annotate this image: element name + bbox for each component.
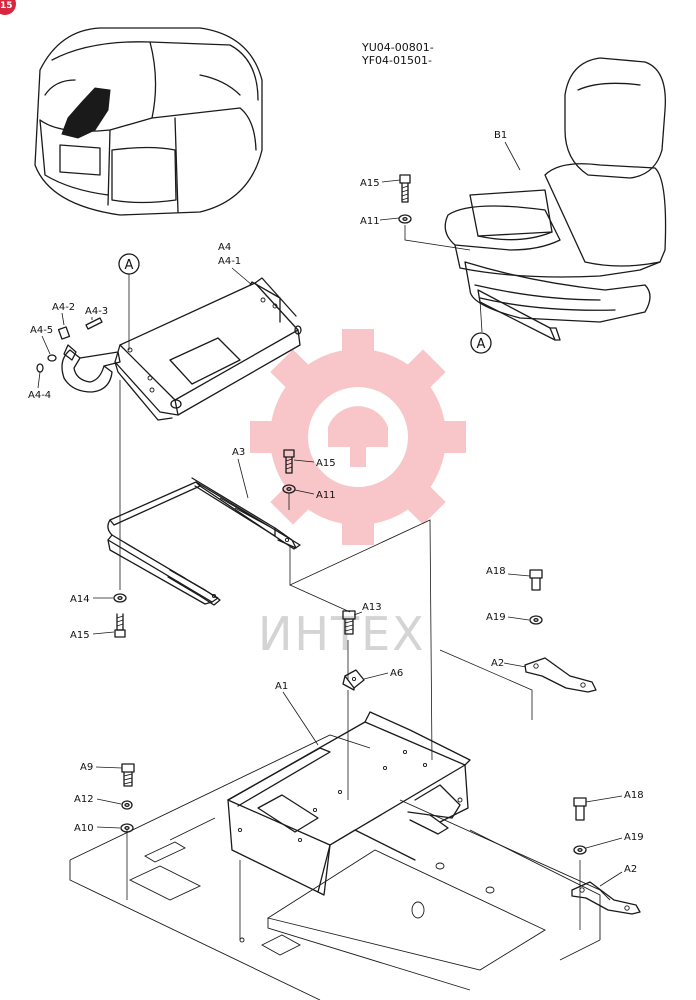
- label-a10: A10: [74, 823, 94, 834]
- watermark-logo: [250, 329, 466, 545]
- svg-text:15: 15: [0, 1, 13, 11]
- label-a2: A2: [624, 864, 637, 875]
- label-a11: A11: [316, 490, 336, 501]
- bolt-a15-low: [114, 613, 126, 638]
- machine-inset: [34, 27, 263, 216]
- seat-b1: [444, 57, 667, 341]
- washer-a19-top: [529, 615, 543, 625]
- washer-a14: [113, 593, 127, 603]
- label-a18: A18: [624, 790, 644, 801]
- label-a15: A15: [316, 458, 336, 469]
- washer-a11-seat: [398, 214, 412, 224]
- guide-line: [439, 649, 533, 720]
- label-a14: A14: [70, 594, 90, 605]
- callouts: B1 A15 A11 A4 A4-1 A4-2 A4-3 A4-5 A4-4 A…: [28, 130, 644, 887]
- bracket-a2-bot: [571, 881, 641, 915]
- label-a3: A3: [232, 447, 245, 458]
- label-a4-4: A4-4: [28, 390, 51, 401]
- ref-mark-a: A: [470, 332, 492, 354]
- bolt-a15-rail: [283, 449, 295, 474]
- label-a15: A15: [360, 178, 380, 189]
- svg-text:A: A: [477, 337, 486, 352]
- seat-bolt-centerline: [404, 225, 471, 251]
- plate-a4: [114, 277, 302, 421]
- bracket-a2-top: [524, 657, 597, 693]
- gear-tooth: [401, 480, 446, 525]
- label-a9: A9: [80, 762, 93, 773]
- gear-tooth: [250, 421, 280, 453]
- seat-base-a1: [227, 711, 471, 896]
- label-a4-2: A4-2: [52, 302, 75, 313]
- gear-tooth: [342, 329, 374, 359]
- label-b1: B1: [494, 130, 507, 141]
- gear-tooth: [401, 349, 446, 394]
- bolt-a15-seat: [399, 174, 411, 203]
- label-a12: A12: [74, 794, 94, 805]
- label-a19: A19: [624, 832, 644, 843]
- bolt-a18-bot: [573, 797, 587, 821]
- ref-mark-a: A: [118, 253, 140, 275]
- washer-a12: [121, 800, 133, 810]
- label-a2: A2: [491, 658, 504, 669]
- label-a18: A18: [486, 566, 506, 577]
- label-a4-1: A4-1: [218, 256, 241, 267]
- gear-tooth: [270, 480, 315, 525]
- label-a6: A6: [390, 668, 403, 679]
- guide-line: [289, 519, 433, 761]
- bolt-a18-top: [529, 569, 543, 591]
- gear-tooth: [436, 421, 466, 453]
- washer-a10: [120, 823, 134, 833]
- svg-text:A: A: [125, 258, 134, 273]
- label-a4-5: A4-5: [30, 325, 53, 336]
- gear-tooth: [342, 515, 374, 545]
- washer-a19-bot: [573, 845, 587, 855]
- bolt-a9: [121, 763, 135, 787]
- serial-code: YF04-01501-: [361, 54, 432, 67]
- label-a13: A13: [362, 602, 382, 613]
- label-a15: A15: [70, 630, 90, 641]
- seat-ref-line: [479, 299, 483, 333]
- page-badge: 15: [0, 0, 16, 15]
- watermark-text: ИНТЕХ: [258, 607, 426, 661]
- label-a4-3: A4-3: [85, 306, 108, 317]
- clip-a6: [342, 669, 365, 691]
- slide-rail-a3: [107, 477, 301, 606]
- gear-tooth: [270, 349, 315, 394]
- serial-code: YU04-00801-: [361, 41, 434, 54]
- label-a1: A1: [275, 681, 288, 692]
- lever-a4-parts: [36, 317, 121, 393]
- floor-plate: [69, 734, 611, 1000]
- label-a19: A19: [486, 612, 506, 623]
- label-a11: A11: [360, 216, 380, 227]
- guide-line: [289, 584, 351, 613]
- label-a4: A4: [218, 242, 231, 253]
